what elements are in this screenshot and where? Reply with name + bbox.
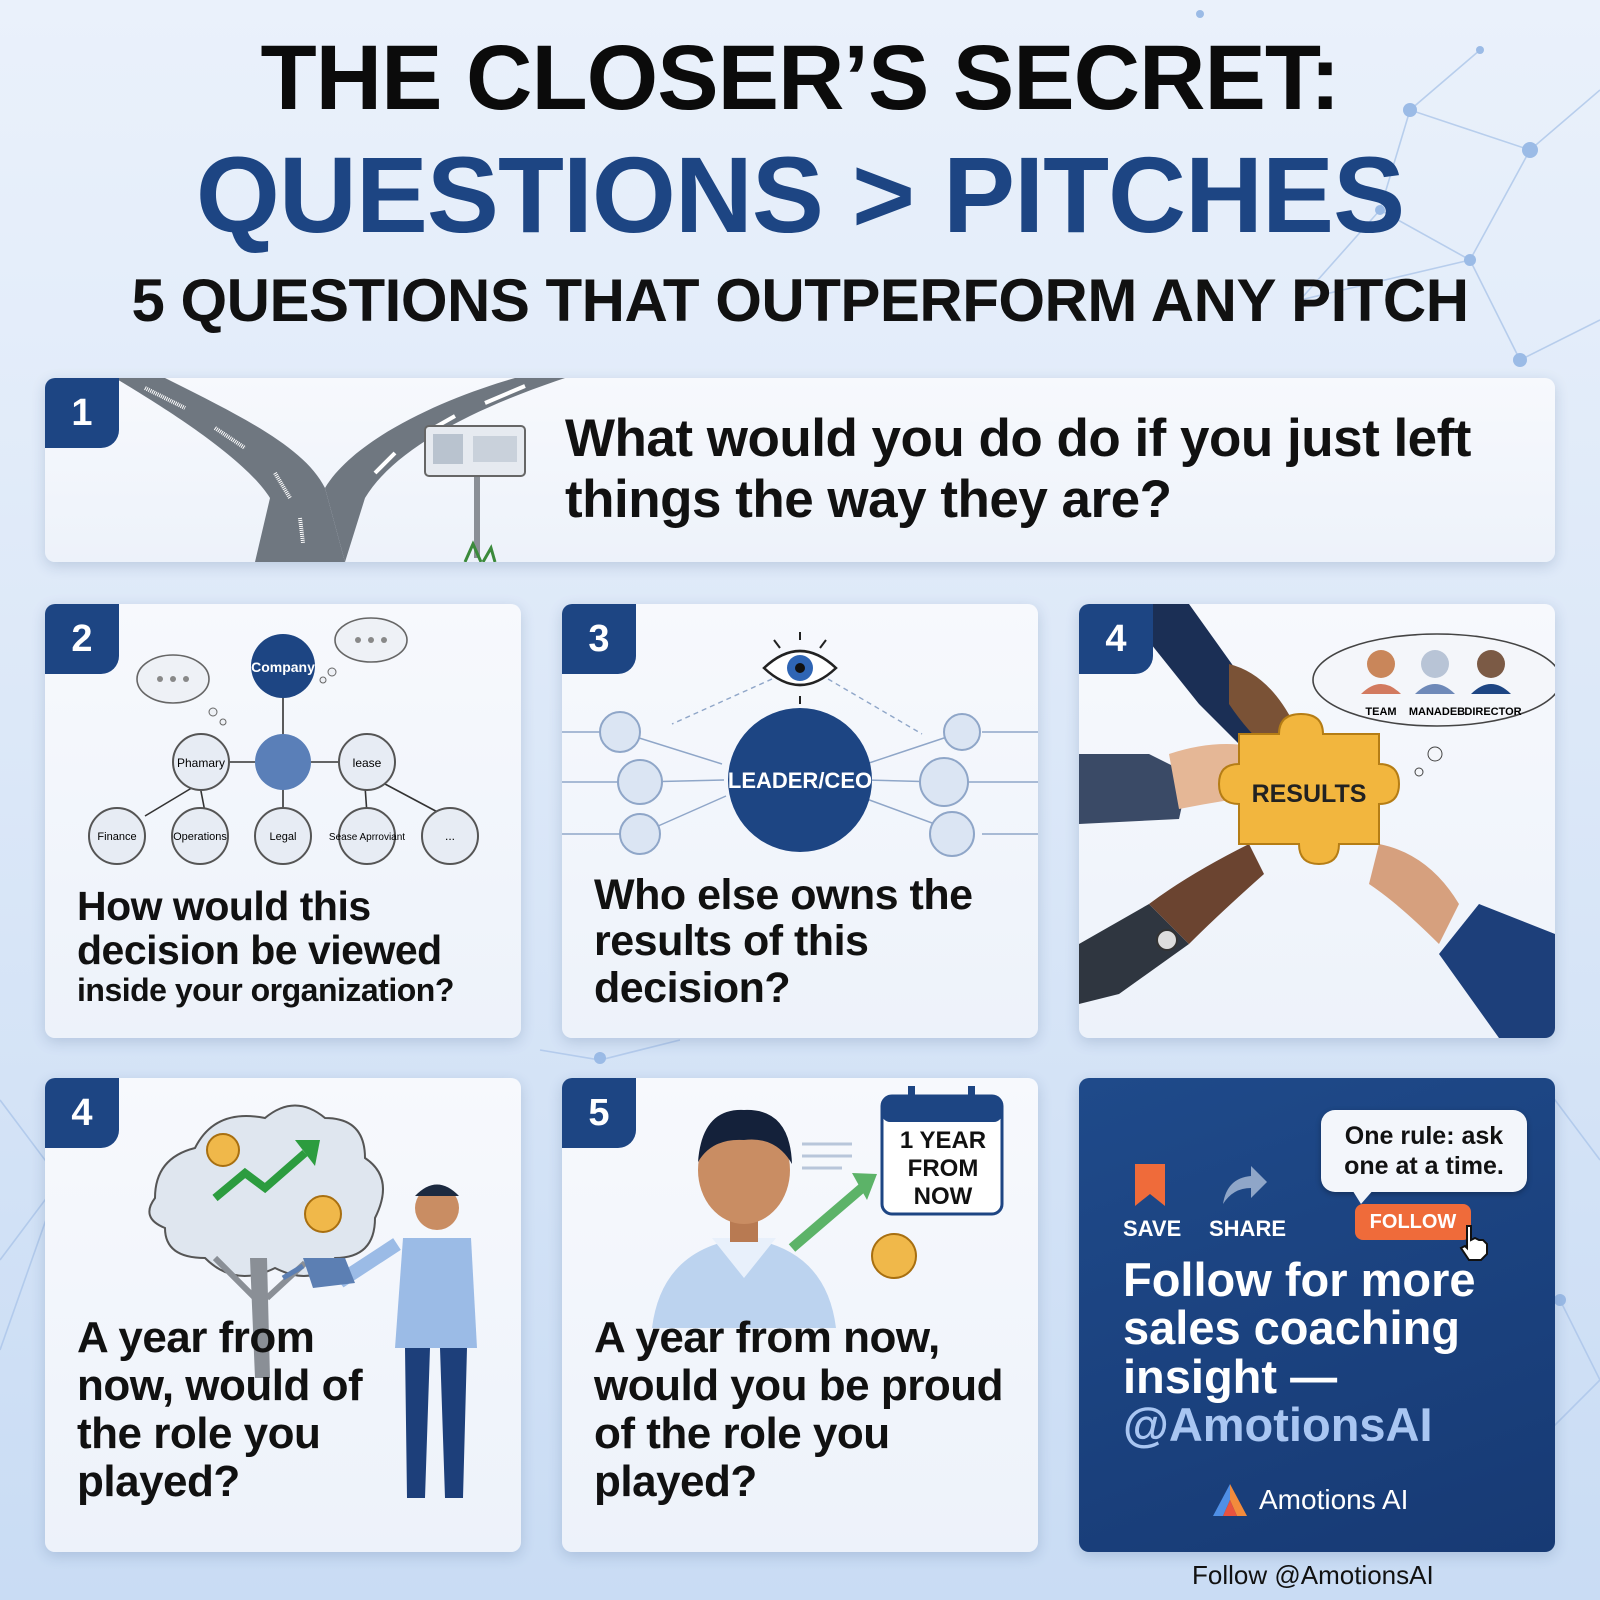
org-chart-illustration: Company Phamary lease Finance Operations… <box>88 617 479 865</box>
thought-bubble-right-icon <box>319 617 408 684</box>
fork-road-illustration <box>115 378 565 562</box>
bookmark-icon[interactable] <box>1133 1162 1167 1208</box>
question-2-main: How would this decision be viewed <box>77 883 442 974</box>
question-1-text: What would you do do if you just left th… <box>565 409 1471 530</box>
question-2-text: How would this decision be viewed inside… <box>77 884 507 1007</box>
puzzle-label: RESULTS <box>1252 780 1367 808</box>
calendar-man-illustration: 1 YEAR FROM NOW <box>652 1086 1004 1328</box>
cursor-hand-icon <box>1459 1225 1488 1261</box>
man-portrait-icon <box>652 1109 836 1328</box>
role-manager: MANADEB <box>1409 706 1465 718</box>
eye-icon <box>762 632 838 704</box>
cta-title: Follow for more sales coaching insight —… <box>1123 1253 1503 1452</box>
badge-1: 1 <box>45 378 119 448</box>
title-line-1: THE CLOSER’S SECRET: <box>260 27 1340 129</box>
follow-button[interactable]: FOLLOW <box>1355 1204 1471 1240</box>
footer-follow[interactable]: Follow @AmotionsAI <box>1192 1560 1434 1590</box>
badge-4b: 4 <box>45 1078 119 1148</box>
leader-label: LEADER/CEO <box>728 768 872 793</box>
calendar-line-1: 1 YEAR <box>900 1127 986 1154</box>
growth-tree-illustration <box>148 1104 477 1498</box>
question-card-3: LEADER/CEO 3 Who else owns the results o… <box>562 604 1038 1038</box>
tip-bubble: One rule: ask one at a time. <box>1321 1110 1527 1192</box>
calendar-line-3: NOW <box>914 1183 973 1210</box>
share-button[interactable]: SHARE <box>1209 1216 1287 1241</box>
badge-4a: 4 <box>1079 604 1153 674</box>
cta-title-text: Follow for more sales coaching insight — <box>1123 1253 1476 1403</box>
results-card: TEAM MANADEB DIRECTOR RESULTS 4 <box>1079 604 1555 1038</box>
question-4-text: A year from now, would of the role you p… <box>77 1313 363 1506</box>
brand: Amotions AI <box>1211 1482 1408 1518</box>
badge-2: 2 <box>45 604 119 674</box>
org-node-operations: Operations <box>173 831 227 843</box>
badge-5: 5 <box>562 1078 636 1148</box>
org-node-legal: Legal <box>270 831 297 843</box>
share-arrow-icon[interactable] <box>1219 1162 1269 1208</box>
brand-name: Amotions AI <box>1259 1484 1409 1515</box>
calendar-icon: 1 YEAR FROM NOW <box>880 1086 1004 1216</box>
puzzle-hands-illustration: TEAM MANADEB DIRECTOR RESULTS <box>1079 604 1555 1038</box>
role-team: TEAM <box>1365 706 1396 718</box>
question-card-2: Company Phamary lease Finance Operations… <box>45 604 521 1038</box>
tip-bubble-tail <box>1351 1188 1375 1204</box>
cta-card: One rule: ask one at a time. SAVE SHARE … <box>1079 1078 1555 1552</box>
org-node-sease: Sease Aprroviant <box>329 832 405 843</box>
roles-thought-bubble-icon: TEAM MANADEB DIRECTOR <box>1312 633 1555 777</box>
org-node-company: Company <box>251 659 315 675</box>
role-director: DIRECTOR <box>1464 706 1521 718</box>
question-3-text: Who else owns the results of this decisi… <box>594 871 973 1012</box>
question-2-tail: inside your organization? <box>77 971 454 1008</box>
subtitle: 5 QUESTIONS THAT OUTPERFORM ANY PITCH <box>131 266 1469 334</box>
question-card-5: 1 YEAR FROM NOW 5 A year from now, would… <box>562 1078 1038 1552</box>
org-node-more: ... <box>445 829 455 843</box>
save-button[interactable]: SAVE <box>1123 1216 1182 1241</box>
org-node-phamary: Phamary <box>177 756 225 770</box>
calendar-line-2: FROM <box>908 1155 979 1182</box>
org-node-finance: Finance <box>97 831 136 843</box>
question-5-text: A year from now, would you be proud of t… <box>594 1313 1003 1506</box>
question-card-4: 4 A year from now, would of the role you… <box>45 1078 521 1552</box>
title-line-2: QUESTIONS > PITCHES <box>195 133 1405 255</box>
question-card-1: 1 What would you do do if you just left … <box>45 378 1555 562</box>
leader-network-illustration: LEADER/CEO <box>562 632 1038 857</box>
header: THE CLOSER’S SECRET: QUESTIONS > PITCHES… <box>0 30 1600 331</box>
amotions-logo <box>1213 1484 1247 1516</box>
man-figure-icon <box>281 1184 477 1498</box>
thought-bubble-left-icon <box>136 654 227 726</box>
org-node-lease: lease <box>353 756 382 770</box>
cta-handle[interactable]: @AmotionsAI <box>1123 1398 1433 1452</box>
badge-3: 3 <box>562 604 636 674</box>
